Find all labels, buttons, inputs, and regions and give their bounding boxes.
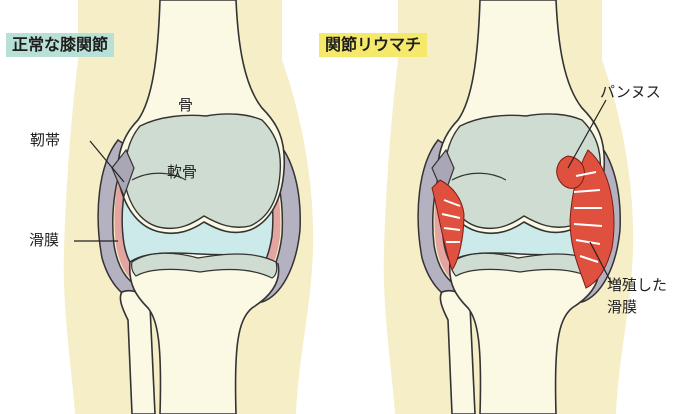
label-synovium: 滑膜 [29, 231, 59, 250]
label-pannus: パンヌス [600, 83, 661, 102]
title-rheumatoid-arthritis: 関節リウマチ [319, 33, 427, 57]
normal-knee [64, 0, 313, 414]
label-cartilage: 軟骨 [167, 163, 197, 182]
normal-knee-anatomy [64, 0, 313, 414]
ra-knee [384, 0, 633, 414]
label-proliferated-synovium-line1: 増殖した [607, 276, 667, 295]
label-ligament: 靭帯 [30, 131, 60, 150]
label-bone: 骨 [178, 96, 193, 115]
title-normal-knee: 正常な膝関節 [6, 33, 114, 57]
label-proliferated-synovium-line2: 滑膜 [607, 298, 637, 317]
